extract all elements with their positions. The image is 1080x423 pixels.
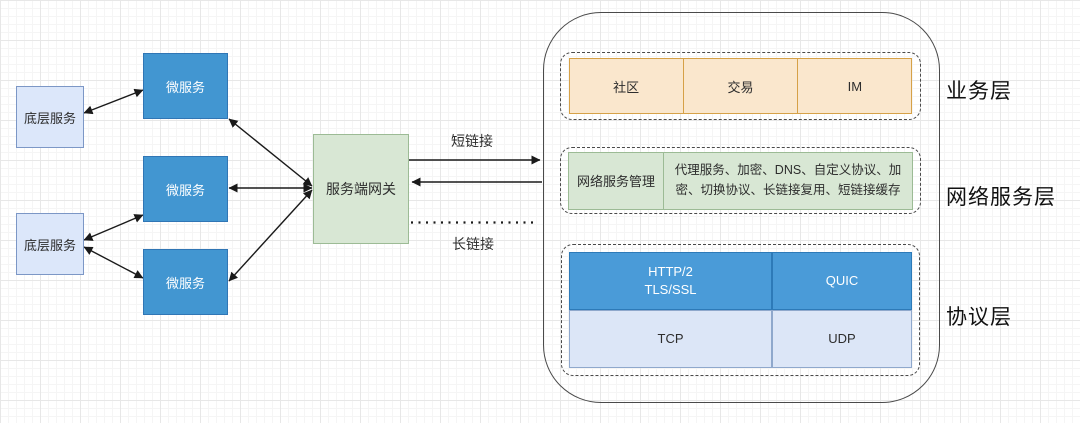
base-service-box-2: 底层服务 [16, 213, 84, 275]
short-link-label: 短链接 [451, 133, 493, 149]
base-service-label: 底层服务 [23, 237, 76, 253]
microservice-box-2: 微服务 [143, 156, 228, 222]
microservice-box-1: 微服务 [143, 53, 228, 119]
im-label: IM [847, 78, 863, 94]
base-service-box-1: 底层服务 [16, 86, 84, 148]
microservice-label: 微服务 [165, 79, 205, 95]
microservice-box-3: 微服务 [143, 249, 228, 315]
network-services-desc-text: 代理服务、加密、DNS、自定义协议、加密、切换协议、长链接复用、短链接缓存 [674, 163, 902, 197]
protocol-layer-section: HTTP/2 TLS/SSL QUIC TCP UDP [561, 244, 920, 376]
quic-cell: QUIC [772, 252, 912, 310]
microservice-label: 微服务 [165, 182, 205, 198]
business-layer-label: 业务层 [946, 80, 1012, 103]
network-service-manager-label: 网络服务管理 [576, 174, 655, 189]
protocol-layer-label: 协议层 [946, 306, 1012, 329]
network-service-bar: 网络服务管理 代理服务、加密、DNS、自定义协议、加密、切换协议、长链接复用、短… [568, 151, 913, 210]
gateway-box: 服务端网关 [313, 134, 409, 244]
base-service-label: 底层服务 [23, 110, 76, 126]
business-layer-section: 社区 交易 IM [560, 52, 921, 120]
network-services-desc-cell: 代理服务、加密、DNS、自定义协议、加密、切换协议、长链接复用、短链接缓存 [664, 151, 913, 210]
trade-cell: 交易 [683, 58, 799, 114]
udp-cell: UDP [772, 310, 912, 368]
protocol-grid: HTTP/2 TLS/SSL QUIC TCP UDP [569, 252, 912, 368]
community-cell: 社区 [568, 58, 684, 114]
arrow-ms1-gateway [228, 118, 313, 187]
arrow-ms3-gateway [228, 189, 313, 282]
gateway-label: 服务端网关 [326, 181, 396, 197]
network-service-manager-cell: 网络服务管理 [568, 151, 664, 210]
community-label: 社区 [613, 79, 640, 95]
business-layer-bar: 社区 交易 IM [568, 58, 913, 114]
arrow-base2-ms3 [83, 246, 144, 279]
im-cell: IM [798, 58, 913, 114]
arrow-base1-ms1 [83, 88, 144, 115]
client-stack-container [543, 12, 940, 403]
trade-label: 交易 [727, 79, 754, 95]
network-service-layer-section: 网络服务管理 代理服务、加密、DNS、自定义协议、加密、切换协议、长链接复用、短… [560, 147, 921, 214]
long-link-label: 长链接 [452, 236, 494, 252]
tcp-cell: TCP [569, 310, 773, 368]
network-service-layer-label: 网络服务层 [946, 186, 1056, 209]
microservice-label: 微服务 [165, 275, 205, 291]
arrow-base2-ms2 [83, 214, 144, 241]
http2-tls-cell: HTTP/2 TLS/SSL [569, 252, 773, 310]
